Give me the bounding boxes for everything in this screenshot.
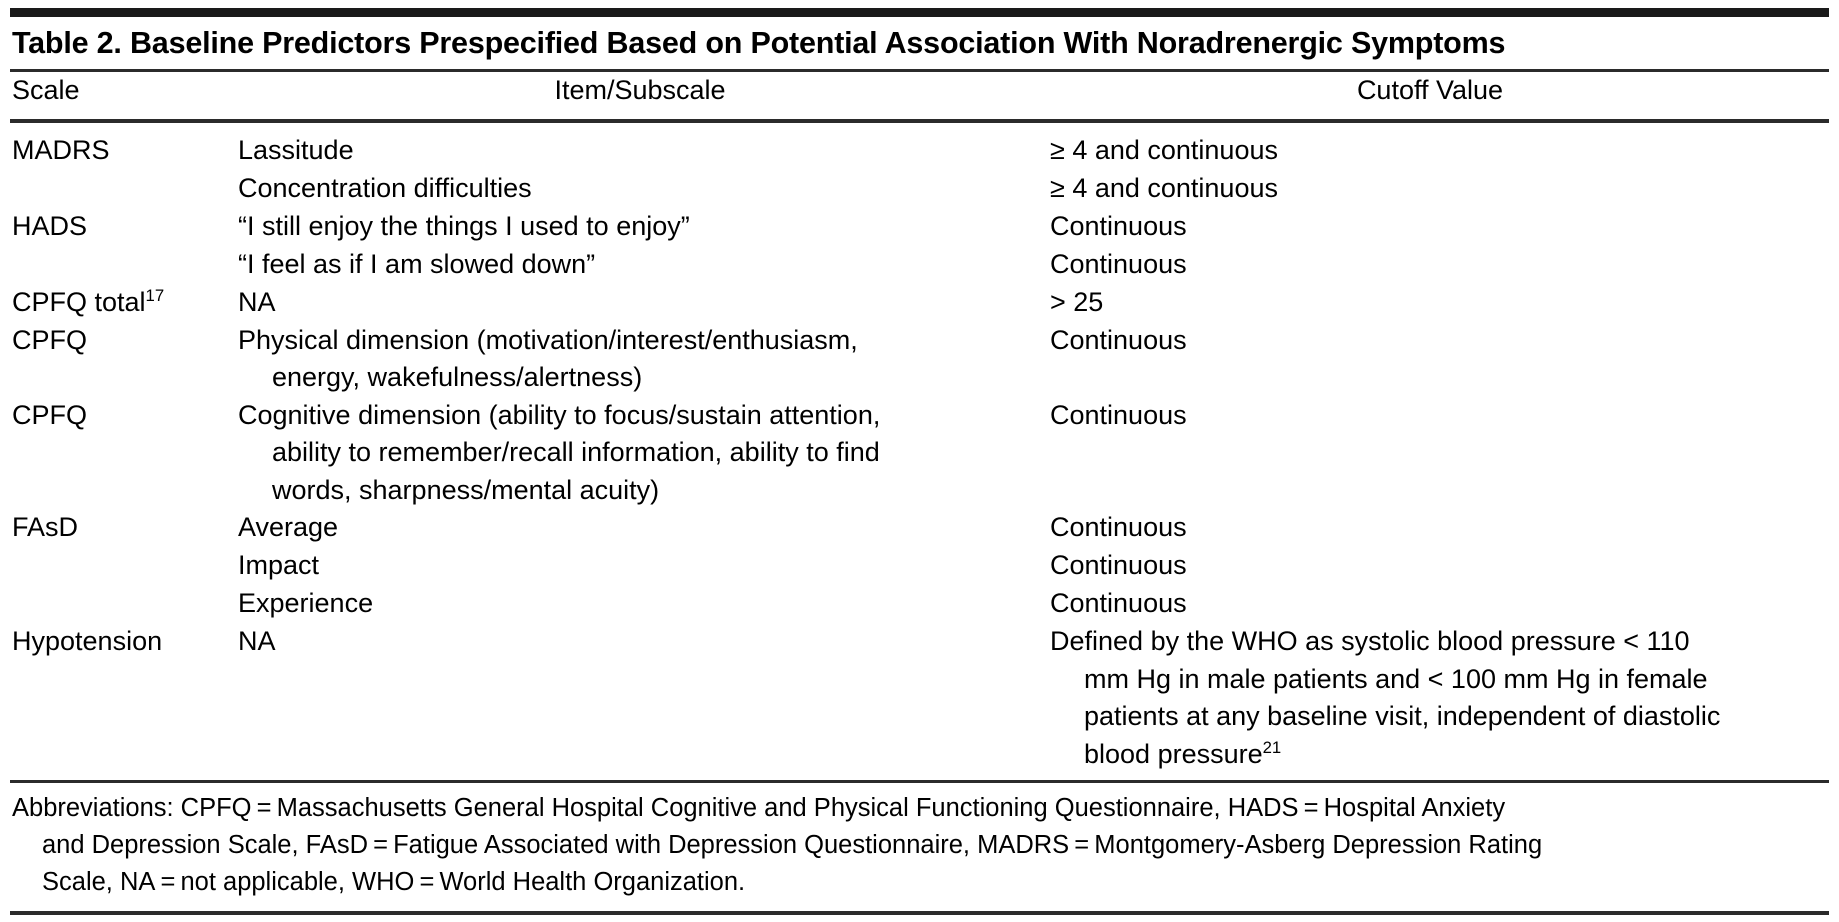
cutoff-line: > 25 — [1050, 286, 1104, 317]
footnote-line: Scale, NA = not applicable, WHO = World … — [42, 868, 746, 896]
table-top-rule — [10, 8, 1829, 17]
title-bottom-rule — [10, 68, 1829, 72]
cell-item-subscale: Physical dimension (motivation/interest/… — [238, 322, 1038, 397]
cell-scale: MADRS — [12, 134, 110, 165]
item-line: NA — [238, 626, 276, 656]
cell-item-subscale: Lassitude — [238, 132, 1038, 170]
cell-scale: CPFQ — [12, 324, 88, 355]
item-line: Lassitude — [238, 134, 354, 165]
table-row: HADS “I still enjoy the things I used to … — [10, 208, 1829, 246]
cell-item-subscale: NA — [238, 284, 1038, 322]
table-header-row: Scale Item/Subscale Cutoff Value — [10, 72, 1829, 118]
item-line: Impact — [238, 550, 320, 580]
cell-cutoff-value: Continuous — [1050, 246, 1820, 284]
cell-cutoff-value: Continuous — [1050, 208, 1820, 246]
footnote-line: and Depression Scale, FAsD = Fatigue Ass… — [42, 831, 1543, 859]
body-bottom-rule — [10, 780, 1829, 783]
cell-item-subscale: “I still enjoy the things I used to enjo… — [238, 208, 1038, 246]
cutoff-line: Continuous — [1050, 399, 1187, 430]
cell-item-subscale: Concentration difficulties — [238, 170, 1038, 208]
table-row: CPFQ Physical dimension (motivation/inter… — [10, 322, 1829, 397]
column-header-scale: Scale — [12, 74, 80, 105]
item-line: ability to remember/recall information, … — [272, 437, 880, 467]
item-line: “I feel as if I am slowed down” — [238, 248, 596, 279]
cell-item-subscale: Cognitive dimension (ability to focus/su… — [238, 397, 1038, 510]
cell-cutoff-value: ≥ 4 and continuous — [1050, 170, 1820, 208]
cell-cutoff-value: Continuous — [1050, 585, 1820, 623]
cell-cutoff-value: Continuous — [1050, 547, 1820, 585]
item-line: Concentration difficulties — [238, 172, 532, 203]
cell-item-subscale: Average — [238, 509, 1038, 547]
footnote-line: Abbreviations: CPFQ = Massachusetts Gene… — [12, 794, 1506, 822]
cell-cutoff-value: Continuous — [1050, 322, 1820, 360]
cell-scale: Hypotension — [12, 626, 163, 656]
cutoff-line: patients at any baseline visit, independ… — [1084, 701, 1721, 731]
cell-item-subscale: “I feel as if I am slowed down” — [238, 246, 1038, 284]
table-row: Impact Continuous — [10, 547, 1829, 585]
table-row: “I feel as if I am slowed down” Continuou… — [10, 246, 1829, 284]
table-bottom-rule — [10, 911, 1829, 915]
cutoff-line: Defined by the WHO as systolic blood pre… — [1050, 626, 1690, 656]
cell-cutoff-value: Defined by the WHO as systolic blood pre… — [1050, 623, 1820, 773]
cutoff-line: ≥ 4 and continuous — [1050, 172, 1278, 203]
item-line: Average — [238, 512, 339, 542]
cutoff-reference-superscript: 21 — [1262, 737, 1282, 757]
cell-scale: FAsD — [12, 512, 79, 542]
cutoff-line: Continuous — [1050, 512, 1187, 542]
item-line: words, sharpness/mental acuity) — [272, 474, 660, 505]
cell-cutoff-value: ≥ 4 and continuous — [1050, 132, 1820, 170]
cell-item-subscale: NA — [238, 623, 1038, 661]
cell-cutoff-value: Continuous — [1050, 509, 1820, 547]
cutoff-line: ≥ 4 and continuous — [1050, 134, 1278, 165]
item-line: Physical dimension (motivation/interest/… — [238, 324, 858, 355]
item-line: “I still enjoy the things I used to enjo… — [238, 210, 690, 241]
table-row: Experience Continuous — [10, 585, 1829, 623]
cell-cutoff-value: > 25 — [1050, 284, 1820, 322]
cutoff-line: blood pressure21 — [1084, 737, 1282, 769]
cell-scale: CPFQ — [12, 399, 88, 430]
cell-item-subscale: Experience — [238, 585, 1038, 623]
cutoff-line: mm Hg in male patients and < 100 mm Hg i… — [1084, 663, 1708, 694]
cell-cutoff-value: Continuous — [1050, 397, 1820, 435]
cell-item-subscale: Impact — [238, 547, 1038, 585]
cutoff-line: Continuous — [1050, 324, 1187, 355]
scale-reference-superscript: 17 — [145, 285, 165, 305]
item-line: energy, wakefulness/alertness) — [272, 362, 643, 392]
cutoff-line: Continuous — [1050, 210, 1187, 241]
header-bottom-rule — [10, 118, 1829, 123]
table-row: MADRS Lassitude ≥ 4 and continuous — [10, 132, 1829, 170]
cell-scale: CPFQ total17 — [12, 285, 165, 317]
cutoff-line: Continuous — [1050, 588, 1187, 618]
table-title: Table 2. Baseline Predictors Prespecifie… — [12, 26, 1506, 60]
table-row: CPFQ total17 NA > 25 — [10, 284, 1829, 322]
table-row: Hypotension NA Defined by the WHO as systo… — [10, 623, 1829, 773]
table-2: Table 2. Baseline Predictors Prespecifie… — [10, 8, 1829, 915]
cell-scale: HADS — [12, 210, 88, 241]
table-row: Concentration difficulties ≥ 4 and contin… — [10, 170, 1829, 208]
item-line: Experience — [238, 588, 374, 618]
item-line: NA — [238, 286, 276, 317]
table-footnote: Abbreviations: CPFQ = Massachusetts Gene… — [10, 783, 1829, 911]
table-row: FAsD Average Continuous — [10, 509, 1829, 547]
column-header-item-subscale: Item/Subscale — [554, 74, 726, 105]
table-row: CPFQ Cognitive dimension (ability to focu… — [10, 397, 1829, 510]
column-header-cutoff-value: Cutoff Value — [1356, 74, 1504, 105]
item-line: Cognitive dimension (ability to focus/su… — [238, 399, 881, 430]
cutoff-line: Continuous — [1050, 248, 1187, 279]
cutoff-line: Continuous — [1050, 550, 1187, 580]
